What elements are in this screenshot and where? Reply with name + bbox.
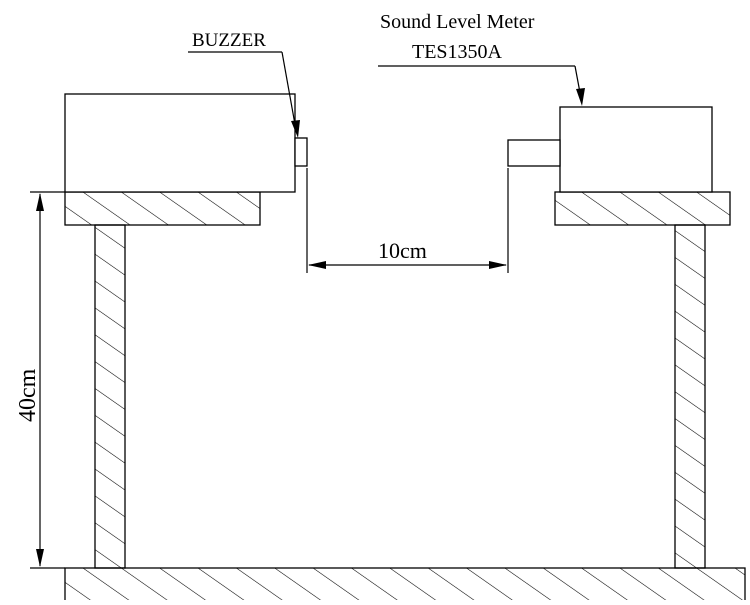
buzzer-box (64, 93, 296, 193)
right-shelf (554, 191, 731, 226)
buzzer-nozzle (294, 137, 308, 167)
dim-40cm-label: 40cm (15, 368, 41, 422)
meter-label-line2: TES1350A (412, 41, 503, 63)
right-support-column (674, 224, 706, 569)
meter-leader-arrowhead (576, 88, 585, 106)
meter-box (559, 106, 713, 193)
dim-40cm-arrow-bottom (36, 549, 44, 567)
left-shelf (64, 191, 261, 226)
dim-10cm-arrow-left (308, 261, 326, 269)
dim-40cm-arrow-top (36, 193, 44, 211)
dim-10cm-arrow-right (489, 261, 507, 269)
meter-probe (507, 139, 561, 167)
buzzer-leader-arrowhead (291, 120, 300, 138)
buzzer-label: BUZZER (192, 30, 266, 51)
buzzer-leader-line (281, 51, 297, 131)
meter-label-line1: Sound Level Meter (380, 11, 535, 33)
dim-10cm-label: 10cm (378, 238, 427, 263)
left-support-column (94, 224, 126, 569)
base-floor (64, 567, 746, 605)
